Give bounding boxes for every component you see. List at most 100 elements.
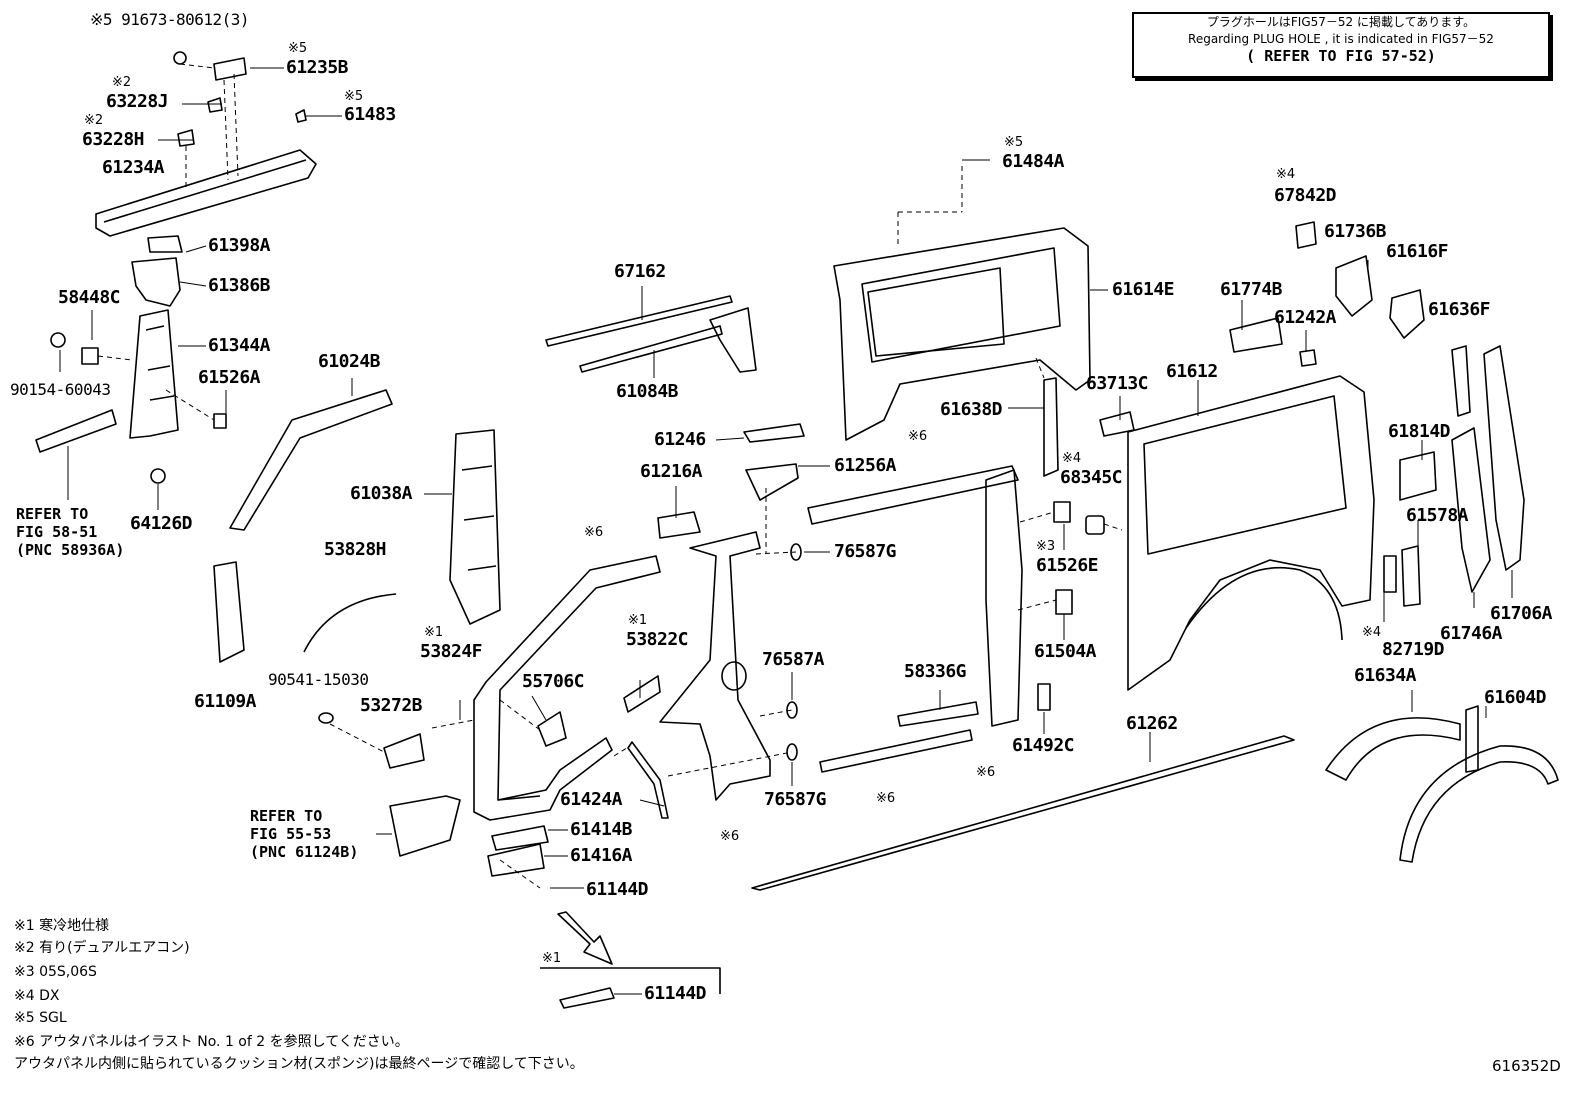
part-label[interactable]: 61526E [1036, 555, 1099, 576]
part-label[interactable]: 61216A [640, 461, 703, 482]
rocker-rail-part [95, 149, 317, 237]
part-label[interactable]: 61638D [940, 399, 1003, 420]
part-label[interactable]: 61634A [1354, 665, 1417, 686]
part-label[interactable]: 61774B [1220, 279, 1283, 300]
rear-pillar [985, 469, 1023, 727]
part-label[interactable]: 61636F [1428, 299, 1491, 320]
bracket-61398a [147, 235, 183, 253]
part-label[interactable]: 61246 [654, 429, 706, 450]
bracket-61246 [743, 423, 805, 443]
part-label[interactable]: 63713C [1086, 373, 1149, 394]
part-label[interactable]: 53828H [324, 539, 387, 560]
bracket-61386b [131, 257, 181, 307]
part-label[interactable]: 61109A [194, 691, 257, 712]
part-label[interactable]: 58448C [58, 287, 121, 308]
refer-label: (PNC 58936A) [16, 541, 125, 559]
part-label[interactable]: 90154-60043 [10, 380, 111, 399]
part-label[interactable]: 61746A [1440, 623, 1503, 644]
note-mark: ※2 [84, 113, 104, 128]
pillar-61024b [229, 389, 393, 531]
part-label[interactable]: 61398A [208, 235, 271, 256]
part-label[interactable]: 61084B [616, 381, 679, 402]
part-label[interactable]: 53272B [360, 695, 423, 716]
part-label[interactable]: 61386B [208, 275, 271, 296]
part-label[interactable]: 61344A [208, 335, 271, 356]
note-mark: ※4 [1362, 625, 1382, 640]
part-label[interactable]: 76587G [764, 789, 827, 810]
phantom-lines [97, 63, 1123, 889]
part-label[interactable]: 61484A [1002, 151, 1065, 172]
panel-61746a [1451, 427, 1491, 593]
part-label[interactable]: 55706C [522, 671, 585, 692]
bracket-61235b [213, 57, 247, 81]
part-label[interactable]: 76587A [762, 649, 825, 670]
part-label[interactable]: 61604D [1484, 687, 1547, 708]
part-label[interactable]: 61256A [834, 455, 897, 476]
part-label[interactable]: 61416A [570, 845, 633, 866]
part-label[interactable]: 61424A [560, 789, 623, 810]
part-label[interactable]: 61612 [1166, 361, 1218, 382]
part-label[interactable]: 61814D [1388, 421, 1451, 442]
part-61109a [213, 561, 245, 663]
footnote: ※3 05S,06S [14, 964, 97, 980]
bracket-61814d [1399, 451, 1437, 501]
part-label[interactable]: 61024B [318, 351, 381, 372]
part-label[interactable]: 61144D [586, 879, 649, 900]
refer-label: FIG 55-53 [250, 825, 332, 843]
note-mark: ※1 [424, 625, 444, 640]
part-label[interactable]: 61414B [570, 819, 633, 840]
part-label[interactable]: 61038A [350, 483, 413, 504]
part-label[interactable]: 61614E [1112, 279, 1175, 300]
bracket-61256a [745, 463, 799, 501]
part-label[interactable]: 61616F [1386, 241, 1449, 262]
part-label[interactable]: 63228H [82, 129, 145, 150]
part-label[interactable]: 61526A [198, 367, 261, 388]
part-label[interactable]: 53824F [420, 641, 483, 662]
part-label[interactable]: 82719D [1382, 639, 1445, 660]
part-label[interactable]: 61504A [1034, 641, 1097, 662]
note-mark: ※4 [1276, 167, 1296, 182]
note-mark: ※5 [1004, 135, 1024, 150]
refer-label: REFER TO [16, 505, 89, 523]
part-label[interactable]: 61736B [1324, 221, 1387, 242]
part-label[interactable]: 67162 [614, 261, 666, 282]
bracket-53272b [383, 733, 425, 769]
plate-61414b [491, 825, 549, 851]
refer-note-fig: ( REFER TO FIG 57-52) [1246, 47, 1436, 65]
view-arrow-icon [557, 911, 613, 965]
footnote: ※1 寒冷地仕様 [14, 918, 110, 934]
hinge-55706c [537, 711, 567, 747]
door-frame [473, 555, 661, 821]
part-label[interactable]: 61235B [286, 57, 349, 78]
note-mark: ※6 [584, 525, 604, 540]
bracket-61144d [559, 987, 615, 1009]
bracket-61774b [1229, 317, 1283, 353]
part-label[interactable]: 61578A [1406, 505, 1469, 526]
part-label[interactable]: 61492C [1012, 735, 1075, 756]
part-label[interactable]: 67842D [1274, 185, 1337, 206]
note-mark: ※6 [908, 429, 928, 444]
part-label[interactable]: 68345C [1060, 467, 1123, 488]
part-label[interactable]: 61144D [644, 983, 707, 1004]
leader-lines [59, 67, 1513, 995]
refer-note-en: Regarding PLUG HOLE , it is indicated in… [1188, 32, 1494, 46]
part-label[interactable]: 90541-15030 [268, 670, 369, 689]
roof-rail-61256 [807, 465, 1019, 525]
part-label[interactable]: 76587G [834, 541, 897, 562]
note-mark: ※6 [720, 829, 740, 844]
footnote: ※5 SGL [14, 1010, 67, 1026]
part-label[interactable]: 58336G [904, 661, 967, 682]
part-label[interactable]: 63228J [106, 91, 169, 112]
part-label[interactable]: 61234A [102, 157, 165, 178]
part-label[interactable]: ※5 91673-80612(3) [90, 10, 250, 29]
part-label[interactable]: 61706A [1490, 603, 1553, 624]
part-label[interactable]: 61262 [1126, 713, 1178, 734]
part-label[interactable]: 61483 [344, 104, 396, 125]
wheelhouse-61604d [1399, 745, 1559, 863]
panel-61706a [1483, 345, 1525, 571]
footnote: ※2 有り(デュアルエアコン) [14, 940, 190, 956]
refer-note-box: プラグホールはFIG57－52 に掲載してあります。 Regarding PLU… [1132, 12, 1550, 78]
part-label[interactable]: 61242A [1274, 307, 1337, 328]
part-label[interactable]: 53822C [626, 629, 689, 650]
part-label[interactable]: 64126D [130, 513, 193, 534]
